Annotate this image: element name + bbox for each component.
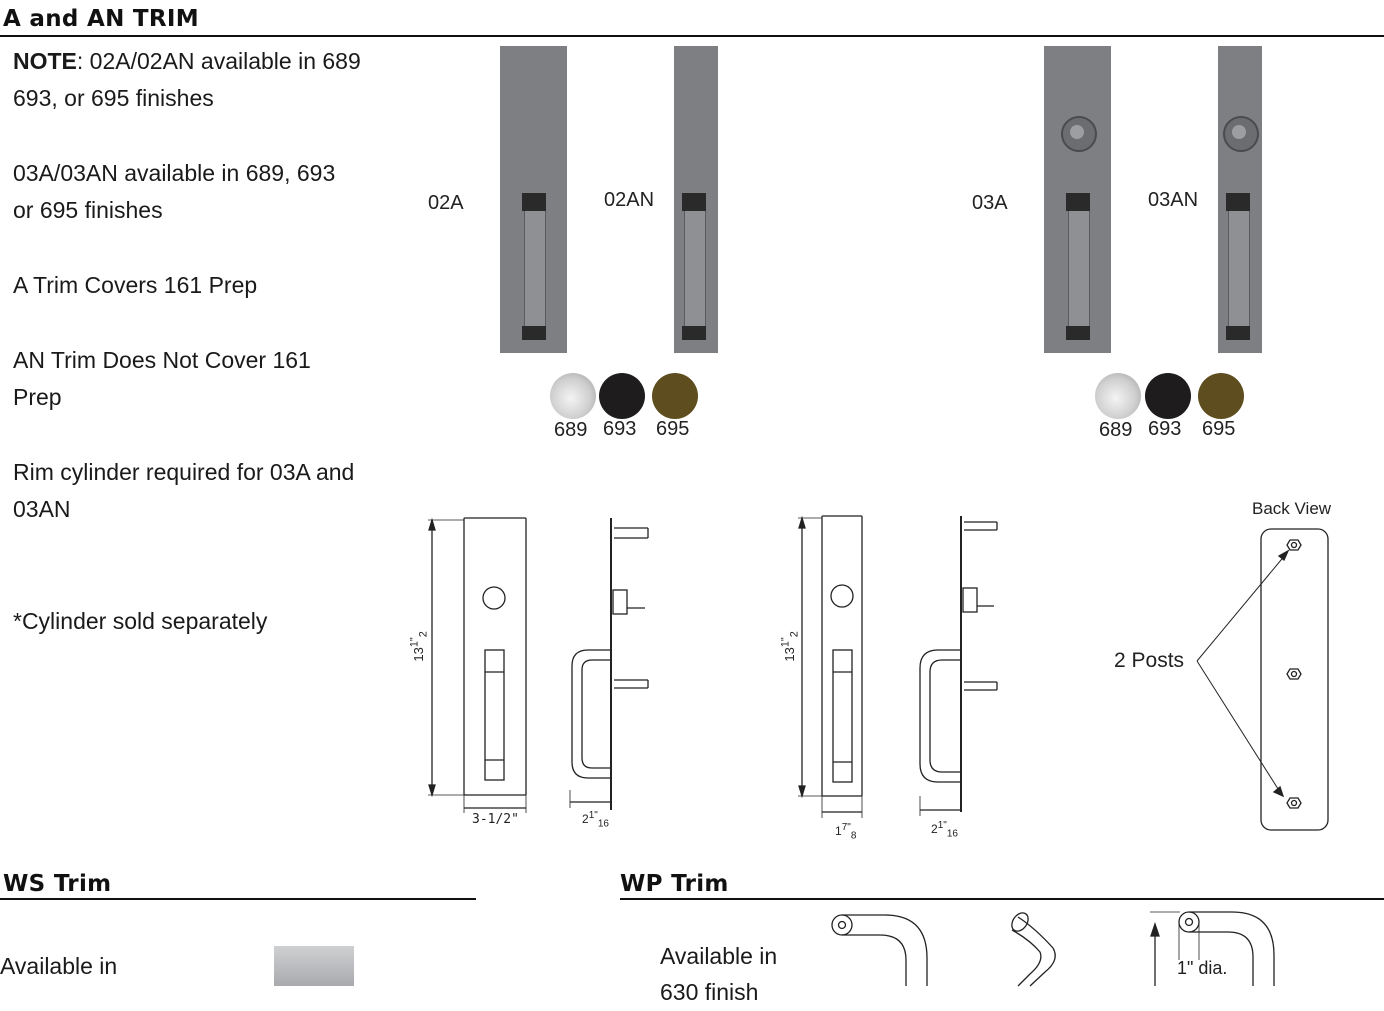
note-finishes-02: NOTE: 02A/02AN available in 689 693, or … [13,48,361,111]
finish-swatch-695 [1198,373,1244,419]
finish-code-695: 695 [1202,418,1236,440]
finish-code-689: 689 [1099,419,1133,441]
ws-trim-photo [274,946,354,986]
note-an-trim: AN Trim Does Not Cover 161 Prep [13,347,311,410]
section-rule [620,898,1384,900]
finish-swatch-693 [599,373,645,419]
dim-height-a: 131"2 [408,631,430,662]
trim-label-03a: 03A [972,192,1008,214]
finish-swatch-695 [652,373,698,419]
note-rim-cylinder: Rim cylinder required for 03A and 03AN [13,459,355,522]
trim-label-02an: 02AN [604,189,655,211]
section-rule [0,898,476,900]
trim-photo-03a [1044,46,1111,353]
wp-available-text: Available in [660,943,778,969]
note-label: NOTE [13,48,77,74]
finish-code-695: 695 [656,418,690,440]
finish-code-693: 693 [1148,418,1182,440]
ws-available-text: Available in [0,953,118,979]
section-title-ws-trim: WS Trim [3,871,112,897]
wp-diameter-label: 1" dia. [1177,958,1228,978]
posts-label: 2 Posts [1114,649,1185,672]
trim-photo-03an [1218,46,1262,353]
dim-width-an: 17"8 [835,822,857,842]
trim-photo-02an [674,46,718,353]
note-finishes-03: 03A/03AN available in 689, 693 or 695 fi… [13,160,336,223]
technical-drawings [428,515,1329,987]
section-rule [0,35,1384,37]
finish-swatch-689 [550,373,596,419]
trim-photo-02a [500,46,567,353]
trim-label-02a: 02A [428,192,464,214]
finish-code-693: 693 [603,418,637,440]
section-title-a-an-trim: A and AN TRIM [3,6,199,32]
trim-label-03an: 03AN [1148,189,1199,211]
section-title-wp-trim: WP Trim [620,871,729,897]
finish-code-689: 689 [554,419,588,441]
back-view-label: Back View [1252,499,1332,518]
a-trim-front-outline [463,517,527,796]
dim-projection-a: 21"16 [582,810,609,830]
dim-height-an: 131"2 [779,631,801,662]
note-cylinder-sold: *Cylinder sold separately [13,608,268,634]
dim-projection-an: 21"16 [931,820,958,840]
dim-width-a: 3-1/2" [472,812,519,827]
finish-swatch-689 [1095,373,1141,419]
finish-swatch-693 [1145,373,1191,419]
note-a-trim: A Trim Covers 161 Prep [13,272,258,298]
wp-finish-text: 630 finish [660,979,759,1005]
